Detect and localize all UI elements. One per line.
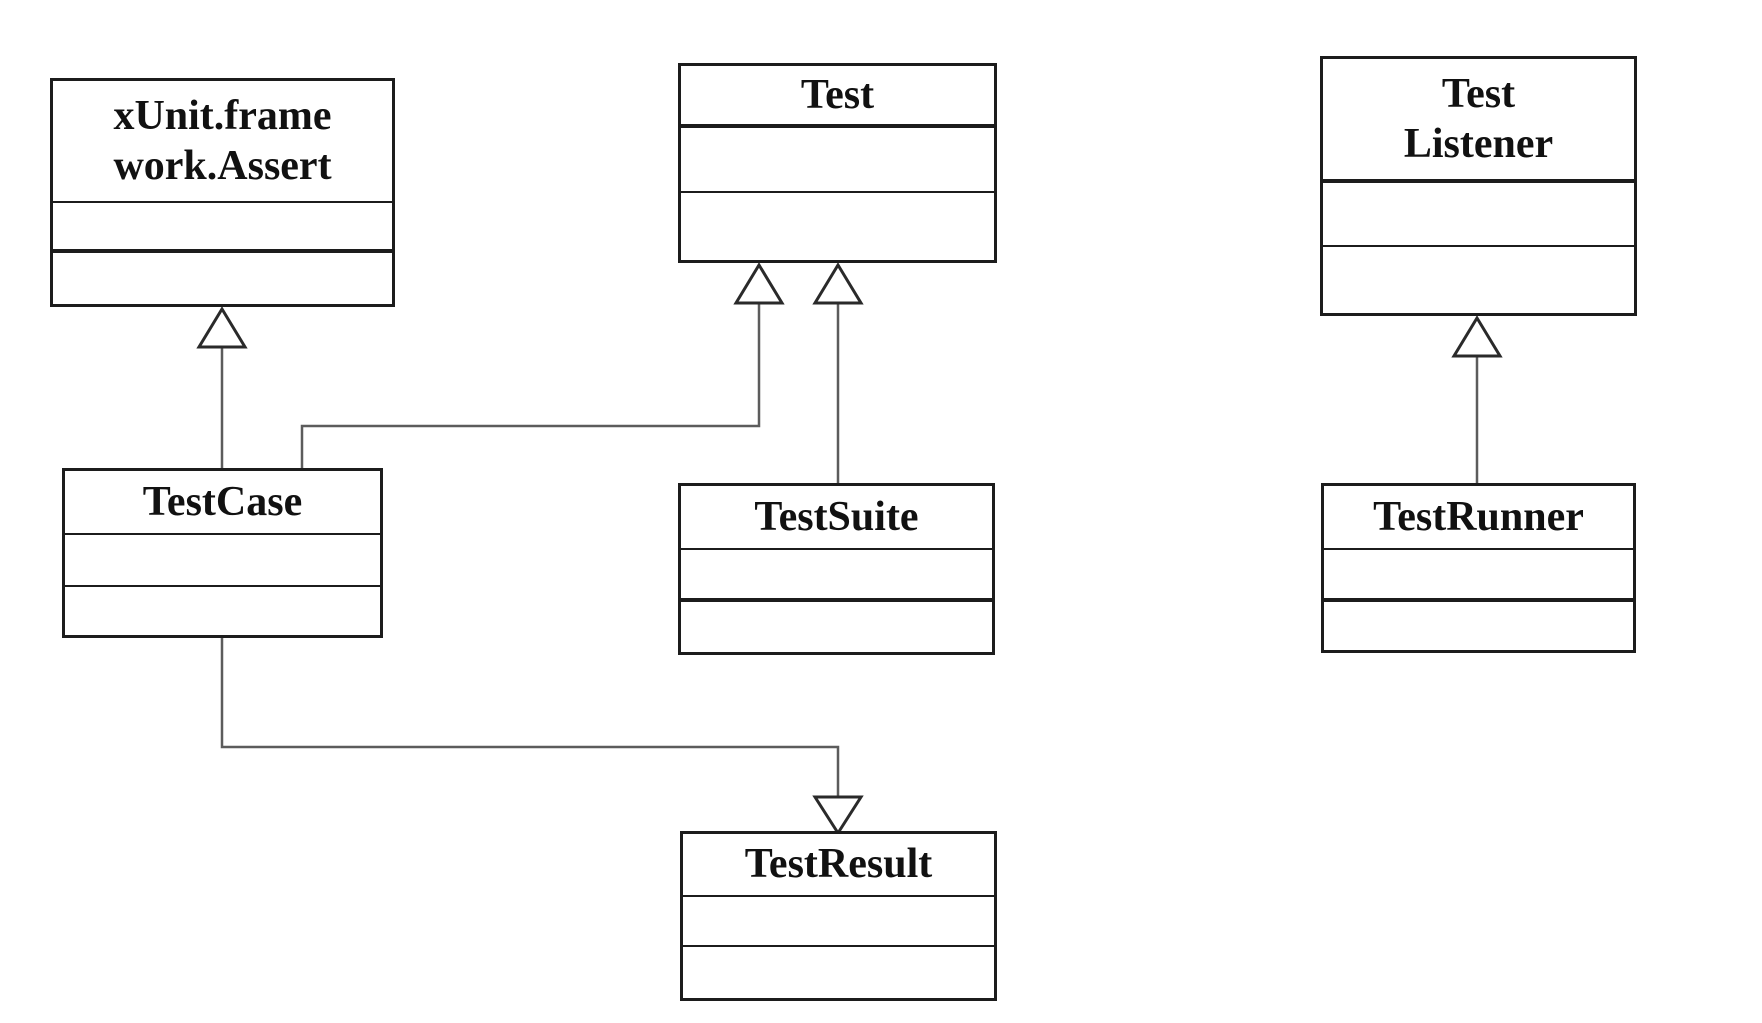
hollow-triangle-arrowhead-icon: [196, 306, 248, 349]
attributes-compartment: [681, 550, 992, 602]
class-name-label: Test: [681, 66, 994, 128]
attributes-compartment: [1323, 183, 1634, 247]
methods-compartment: [681, 602, 992, 652]
methods-compartment: [65, 587, 380, 635]
relationship-testcase-to-testresult: [220, 638, 864, 836]
methods-compartment: [53, 253, 392, 304]
class-name-label: Test Listener: [1323, 59, 1634, 183]
class-box-test-result: TestResult: [680, 831, 997, 1001]
methods-compartment: [1323, 247, 1634, 313]
methods-compartment: [1324, 602, 1633, 650]
attributes-compartment: [65, 535, 380, 587]
attributes-compartment: [1324, 550, 1633, 602]
class-name-label: TestSuite: [681, 486, 992, 550]
methods-compartment: [681, 193, 994, 260]
hollow-triangle-arrowhead-down-icon: [812, 795, 864, 836]
class-box-test: Test: [678, 63, 997, 263]
class-name-label: TestRunner: [1324, 486, 1633, 550]
class-box-test-case: TestCase: [62, 468, 383, 638]
class-box-test-listener: Test Listener: [1320, 56, 1637, 316]
attributes-compartment: [53, 203, 392, 253]
class-box-xunit-framework-assert: xUnit.frame work.Assert: [50, 78, 395, 307]
attributes-compartment: [683, 897, 994, 947]
class-box-test-runner: TestRunner: [1321, 483, 1636, 653]
class-box-test-suite: TestSuite: [678, 483, 995, 655]
attributes-compartment: [681, 128, 994, 193]
class-name-label: TestResult: [683, 834, 994, 897]
hollow-triangle-arrowhead-icon: [812, 262, 864, 305]
generalization-testcase-to-test: [300, 262, 785, 468]
methods-compartment: [683, 947, 994, 998]
hollow-triangle-arrowhead-icon: [1451, 315, 1503, 358]
class-name-label: TestCase: [65, 471, 380, 535]
generalization-testrunner-to-testlistener: [1451, 315, 1503, 483]
hollow-triangle-arrowhead-icon: [733, 262, 785, 305]
generalization-testsuite-to-test: [812, 262, 864, 483]
class-name-label: xUnit.frame work.Assert: [53, 81, 392, 203]
generalization-testcase-to-assert: [196, 306, 248, 468]
